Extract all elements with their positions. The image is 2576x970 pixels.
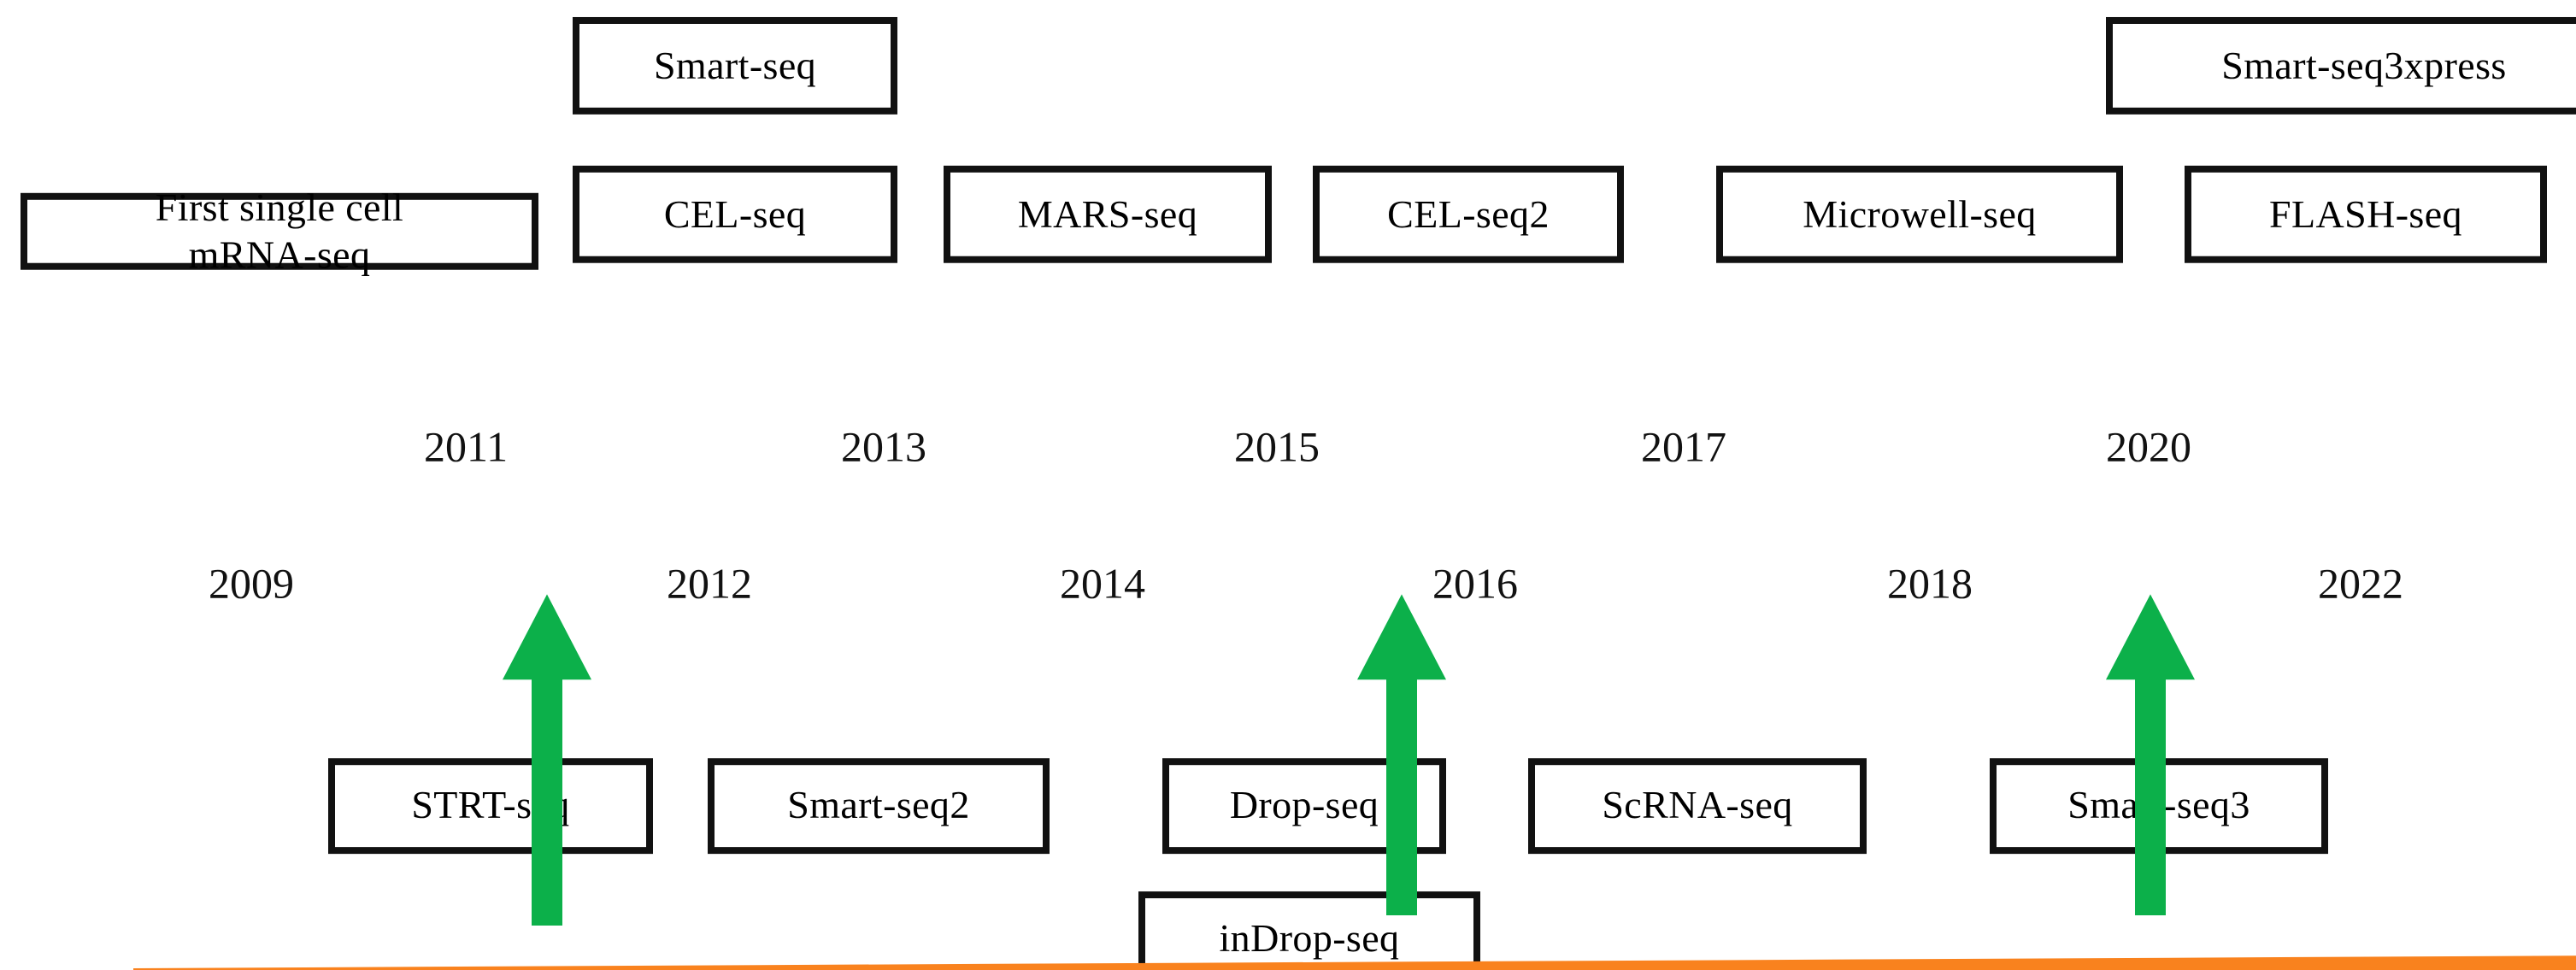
- year-label-2018: 2018: [1887, 561, 1973, 608]
- box-indrop-seq: inDrop-seq: [1138, 891, 1480, 970]
- year-label-2014: 2014: [1060, 561, 1145, 608]
- connector-up-arrow-2009: [499, 594, 595, 926]
- box-flash-seq: FLASH-seq: [2185, 165, 2547, 263]
- year-label-2016: 2016: [1432, 561, 1518, 608]
- box-microwell-seq: Microwell-seq: [1716, 165, 2123, 263]
- year-label-2011: 2011: [424, 425, 509, 472]
- year-label-2020: 2020: [2106, 425, 2191, 472]
- box-mars-seq: MARS-seq: [944, 165, 1272, 263]
- connector-up-arrow-2011-cel-seq: [1354, 594, 1450, 916]
- timeline-axis-arrow: [133, 900, 2576, 970]
- year-label-2015: 2015: [1234, 425, 1320, 472]
- box-smart-seq2: Smart-seq2: [708, 758, 1050, 855]
- connector-up-arrow-2013-mars-seq: [2103, 594, 2198, 916]
- year-label-2009: 2009: [209, 561, 294, 608]
- year-label-2012: 2012: [667, 561, 752, 608]
- arrow-up-icon: [2106, 594, 2195, 916]
- timeline-arrow-icon: [133, 955, 2576, 970]
- arrow-up-icon: [503, 594, 591, 926]
- year-label-2013: 2013: [841, 425, 926, 472]
- box-smart-seq: Smart-seq: [573, 16, 897, 115]
- box-cel-seq: CEL-seq: [573, 165, 897, 263]
- year-label-2022: 2022: [2318, 561, 2403, 608]
- box-strt-seq: STRT-seq: [328, 758, 653, 855]
- year-label-2017: 2017: [1641, 425, 1726, 472]
- box-smart-seq3xpress: Smart-seq3xpress: [2106, 16, 2576, 115]
- box-first-single-cell-mrna-seq: First single cell mRNA-seq: [21, 187, 538, 276]
- arrow-up-icon: [1357, 594, 1446, 916]
- box-scrna-seq: ScRNA-seq: [1528, 758, 1867, 855]
- box-cel-seq2: CEL-seq2: [1313, 165, 1624, 263]
